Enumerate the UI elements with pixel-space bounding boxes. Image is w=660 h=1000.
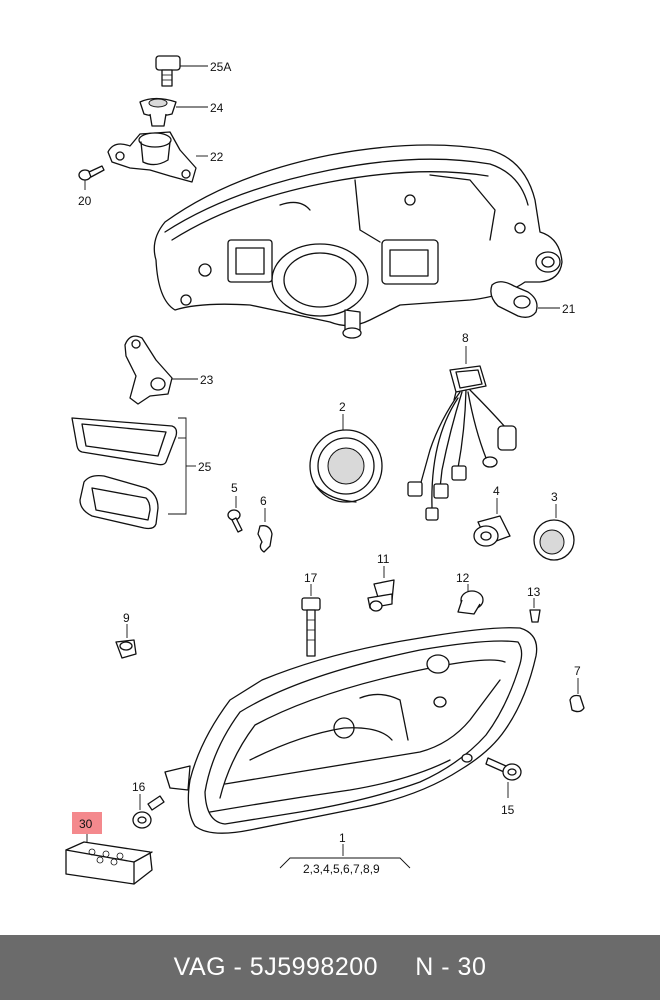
callout-30-highlight [72, 812, 102, 834]
callout-8: 8 [462, 331, 469, 345]
part-13-bulb [529, 598, 541, 623]
part-12-bulb [457, 584, 484, 615]
part-22-bracket [107, 131, 208, 183]
callout-7: 7 [574, 664, 581, 678]
part-16-screw [132, 794, 165, 829]
callout-3: 3 [551, 490, 558, 504]
part-8-wiring-harness [407, 346, 517, 521]
headlamp-housing-rear [153, 144, 563, 339]
callout-9: 9 [123, 611, 130, 625]
callout-30: 30 [79, 817, 93, 831]
callout-6: 6 [260, 494, 267, 508]
part-24-adapter [139, 97, 208, 127]
part-3-cap [533, 504, 575, 561]
footer-code: N - 30 [415, 953, 487, 981]
callout-17: 17 [304, 571, 318, 585]
callout-5: 5 [231, 481, 238, 495]
callout-25a: 25A [210, 60, 231, 74]
part-21-holder [490, 281, 560, 318]
callout-12: 12 [456, 571, 470, 585]
headlamp-assembly-front [164, 627, 538, 834]
part-6-clip [257, 508, 273, 553]
callout-1: 1 [339, 831, 346, 845]
callout-2: 2 [339, 400, 346, 414]
callout-21: 21 [562, 302, 576, 316]
part-7-clip [569, 678, 585, 713]
callout-15: 15 [501, 803, 515, 817]
callout-13: 13 [527, 585, 541, 599]
callout-23: 23 [200, 373, 214, 387]
exploded-parts-diagram: 25A 24 22 20 [65, 55, 585, 885]
callout-4: 4 [493, 484, 500, 498]
callout-1-bracket [279, 844, 411, 869]
footer-separator: - [226, 953, 250, 981]
callout-1-subparts: 2,3,4,5,6,7,8,9 [303, 862, 380, 876]
footer-brand: VAG [173, 953, 227, 981]
part-17-screw [301, 584, 321, 657]
part-20-screw [78, 165, 105, 190]
callout-16: 16 [132, 780, 146, 794]
callout-22: 22 [210, 150, 224, 164]
part-15-screw [485, 757, 522, 798]
part-5-screw [227, 496, 243, 533]
callout-25: 25 [198, 460, 212, 474]
callout-20: 20 [78, 194, 92, 208]
part-2-cap [309, 414, 383, 503]
part-23-bracket [124, 335, 198, 405]
part-9-grommet [115, 624, 137, 659]
part-4-socket [473, 498, 511, 547]
part-25a-screw [155, 55, 208, 87]
footer-bar: VAG - 5J5998200 N - 30 [0, 935, 660, 1000]
callout-11: 11 [377, 552, 390, 566]
part-25-covers [71, 417, 196, 530]
callout-24: 24 [210, 101, 224, 115]
part-11-bulb [367, 566, 395, 612]
footer-gap [378, 953, 415, 982]
footer-part-number: 5J5998200 [249, 953, 379, 981]
part-30-kit [65, 812, 153, 885]
